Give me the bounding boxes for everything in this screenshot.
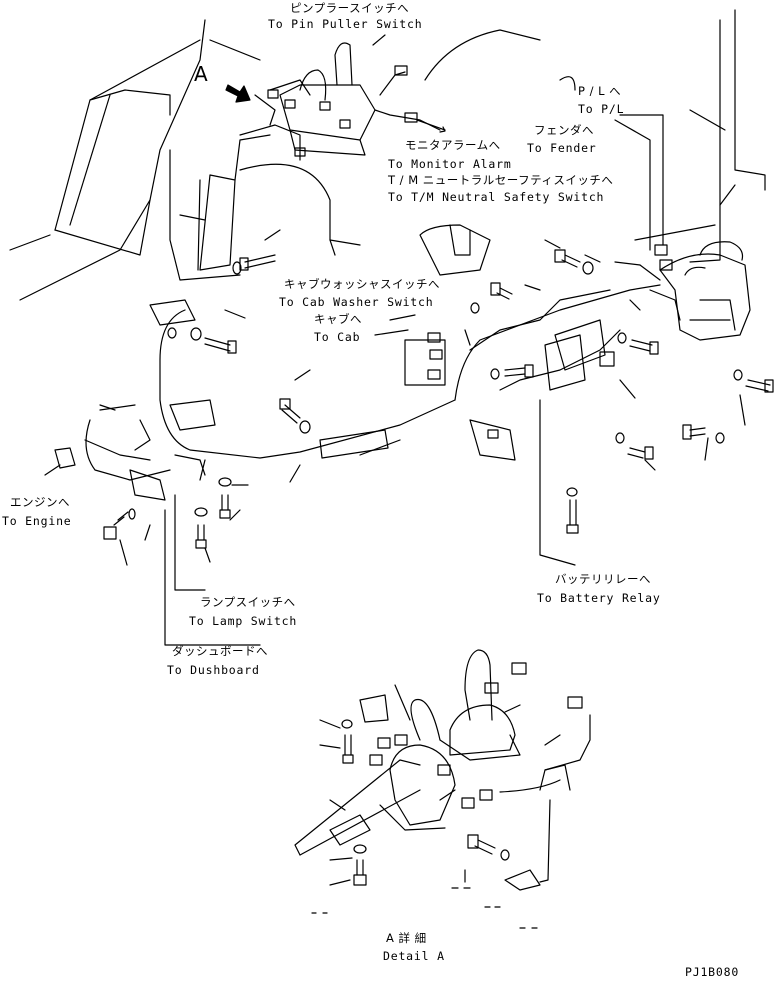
label-dashboard-en: To Dushboard bbox=[167, 663, 260, 677]
label-pin-puller-jp: ピンプラースイッチへ bbox=[290, 1, 410, 15]
label-fender-jp: フェンダへ bbox=[534, 123, 594, 137]
label-cab-washer-jp: キャブウォッシャスイッチへ bbox=[284, 277, 440, 291]
leader-lines bbox=[44, 34, 746, 646]
view-arrow bbox=[225, 84, 251, 103]
right-harness bbox=[404, 224, 751, 461]
label-tm-neutral-jp: T / M ニュートラルセーフティスイッチへ bbox=[388, 173, 614, 187]
label-engine-jp: エンジンへ bbox=[10, 495, 70, 509]
fasteners bbox=[103, 249, 774, 549]
label-lamp-switch-jp: ランプスイッチへ bbox=[200, 595, 296, 609]
drawing-code: PJ1B080 bbox=[685, 965, 740, 979]
label-dashboard-jp: ダッシュボードへ bbox=[172, 644, 268, 658]
label-engine-en: To Engine bbox=[2, 514, 72, 528]
detail-a-drawing bbox=[294, 649, 591, 929]
label-tm-neutral-en: To T/M Neutral Safety Switch bbox=[388, 190, 605, 204]
detail-title-en: Detail A bbox=[383, 949, 445, 963]
view-marker: A bbox=[194, 62, 209, 86]
main-harness bbox=[54, 134, 456, 501]
detail-title-jp: A 詳 細 bbox=[386, 931, 427, 945]
label-lamp-switch-en: To Lamp Switch bbox=[189, 614, 298, 628]
label-cab-en: To Cab bbox=[314, 330, 361, 344]
label-fender-en: To Fender bbox=[527, 141, 597, 155]
label-monitor-alarm-en: To Monitor Alarm bbox=[388, 157, 512, 171]
body-outline bbox=[9, 9, 766, 301]
label-pin-puller-en: To Pin Puller Switch bbox=[268, 17, 423, 31]
label-pl-en: To P/L bbox=[578, 102, 625, 116]
label-pl-jp: P / L へ bbox=[578, 84, 622, 98]
label-monitor-alarm-jp: モニタアラームへ bbox=[405, 138, 501, 152]
upper-lever-assembly bbox=[239, 42, 441, 161]
label-cab-jp: キャブへ bbox=[314, 312, 362, 326]
label-battery-relay-en: To Battery Relay bbox=[537, 591, 661, 605]
label-battery-relay-jp: バッテリリレーへ bbox=[555, 572, 651, 586]
label-cab-washer-en: To Cab Washer Switch bbox=[279, 295, 434, 309]
